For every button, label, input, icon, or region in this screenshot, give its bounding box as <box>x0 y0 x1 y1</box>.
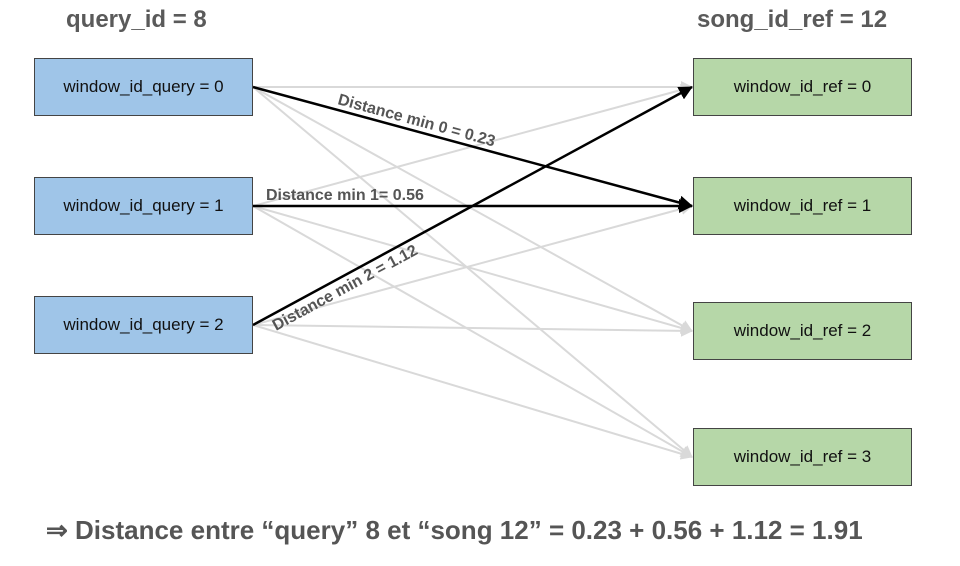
ref-window-1: window_id_ref = 1 <box>693 177 912 235</box>
query-window-0: window_id_query = 0 <box>34 58 253 116</box>
query-window-2: window_id_query = 2 <box>34 296 253 354</box>
query-header: query_id = 8 <box>66 6 207 33</box>
best-edge-q0-r1 <box>252 85 693 210</box>
ref-window-0: window_id_ref = 0 <box>693 58 912 116</box>
ref-window-2: window_id_ref = 2 <box>693 302 912 360</box>
edge-q2-r2 <box>252 324 693 337</box>
ref-header: song_id_ref = 12 <box>697 6 888 33</box>
distance-min-0-label: Distance min 0 = 0.23 <box>336 91 497 150</box>
distance-min-1-label: Distance min 1= 0.56 <box>266 187 424 204</box>
edge-q0-r2 <box>252 86 693 332</box>
total-distance-summary: ⇒ Distance entre “query” 8 et “song 12” … <box>46 515 863 545</box>
query-window-1: window_id_query = 1 <box>34 177 253 235</box>
edge-q1-r2 <box>252 205 693 334</box>
edge-q2-r1 <box>252 203 693 326</box>
best-edge-q2-r0 <box>252 85 693 327</box>
edge-q1-r3 <box>252 205 693 458</box>
ref-window-3: window_id_ref = 3 <box>693 428 912 486</box>
edge-q0-r3 <box>252 86 693 458</box>
edge-q2-r3 <box>252 324 693 460</box>
